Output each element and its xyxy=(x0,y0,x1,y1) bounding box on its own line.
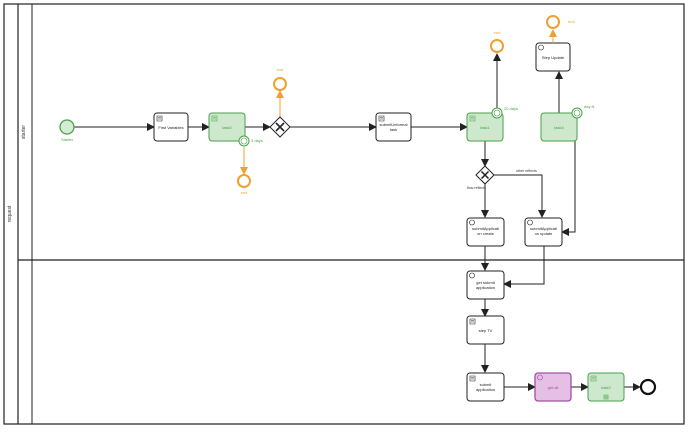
script-icon xyxy=(211,115,218,122)
parallel-marker-icon xyxy=(603,394,609,400)
end-event-lower[interactable]: end xyxy=(237,174,251,195)
end-event-step-update[interactable]: end xyxy=(546,15,575,29)
timer-boundary-icon xyxy=(571,107,583,119)
task-label: task1 xyxy=(480,125,490,130)
start-event-label: Starter xyxy=(61,137,74,142)
task-label: First Variables xyxy=(158,125,183,130)
start-event[interactable]: Starter xyxy=(59,119,75,142)
timer-label: 3 days xyxy=(251,138,263,143)
task-label: get all xyxy=(548,385,559,390)
end-event-task1[interactable]: end xyxy=(490,30,504,53)
lane-label-starter: starter xyxy=(21,125,27,140)
task-label: task0 xyxy=(222,125,232,130)
script-icon xyxy=(156,115,163,122)
task-label: task4 xyxy=(554,125,564,130)
end-event-label: end xyxy=(241,190,248,195)
exclusive-gateway-1[interactable] xyxy=(269,116,291,138)
pool-label: request xyxy=(7,205,13,222)
task-step-tv[interactable]: step TV xyxy=(466,315,505,345)
end-event-label: end xyxy=(494,30,501,35)
service-icon xyxy=(469,272,475,279)
end-event-final[interactable] xyxy=(639,378,657,396)
script-icon xyxy=(469,375,476,382)
exclusive-gateway-2[interactable]: flow reflects other reflects xyxy=(467,165,537,190)
timer-label: 20 days xyxy=(504,106,518,111)
script-icon xyxy=(590,375,597,382)
service-icon xyxy=(538,44,544,51)
sequence-flows xyxy=(74,53,641,391)
task-task0[interactable]: task0 3 days xyxy=(208,112,263,147)
gateway-flow-label-left: flow reflects xyxy=(467,186,486,190)
service-icon xyxy=(527,219,533,226)
task-task2[interactable]: task2 xyxy=(587,372,625,402)
lane-starter[interactable]: starter xyxy=(18,4,684,261)
timer-boundary-icon xyxy=(491,107,503,119)
script-icon xyxy=(469,318,476,325)
timer-label: day N xyxy=(584,104,595,109)
task-label: Step Update xyxy=(542,55,565,60)
script-icon xyxy=(378,115,385,122)
task-task4[interactable]: task4 day N xyxy=(540,104,595,142)
end-event-label: end xyxy=(568,19,575,24)
task-label: step TV xyxy=(479,328,493,333)
timer-boundary-icon xyxy=(238,135,250,147)
service-icon xyxy=(469,219,475,226)
task-first-variables[interactable]: First Variables xyxy=(153,112,189,142)
service-icon xyxy=(537,374,543,381)
pool[interactable]: request xyxy=(3,3,685,425)
end-event-upper[interactable]: end xyxy=(273,67,287,91)
end-event-label: end xyxy=(277,67,284,72)
script-icon xyxy=(469,115,476,122)
task-task1[interactable]: task1 20 days xyxy=(466,106,518,142)
task-label: task2 xyxy=(601,385,611,390)
gateway-flow-label-right: other reflects xyxy=(516,169,537,173)
task-get-all[interactable]: get all xyxy=(534,372,572,402)
task-step-update[interactable]: Step Update xyxy=(535,42,571,72)
boundary-flows xyxy=(240,90,284,175)
